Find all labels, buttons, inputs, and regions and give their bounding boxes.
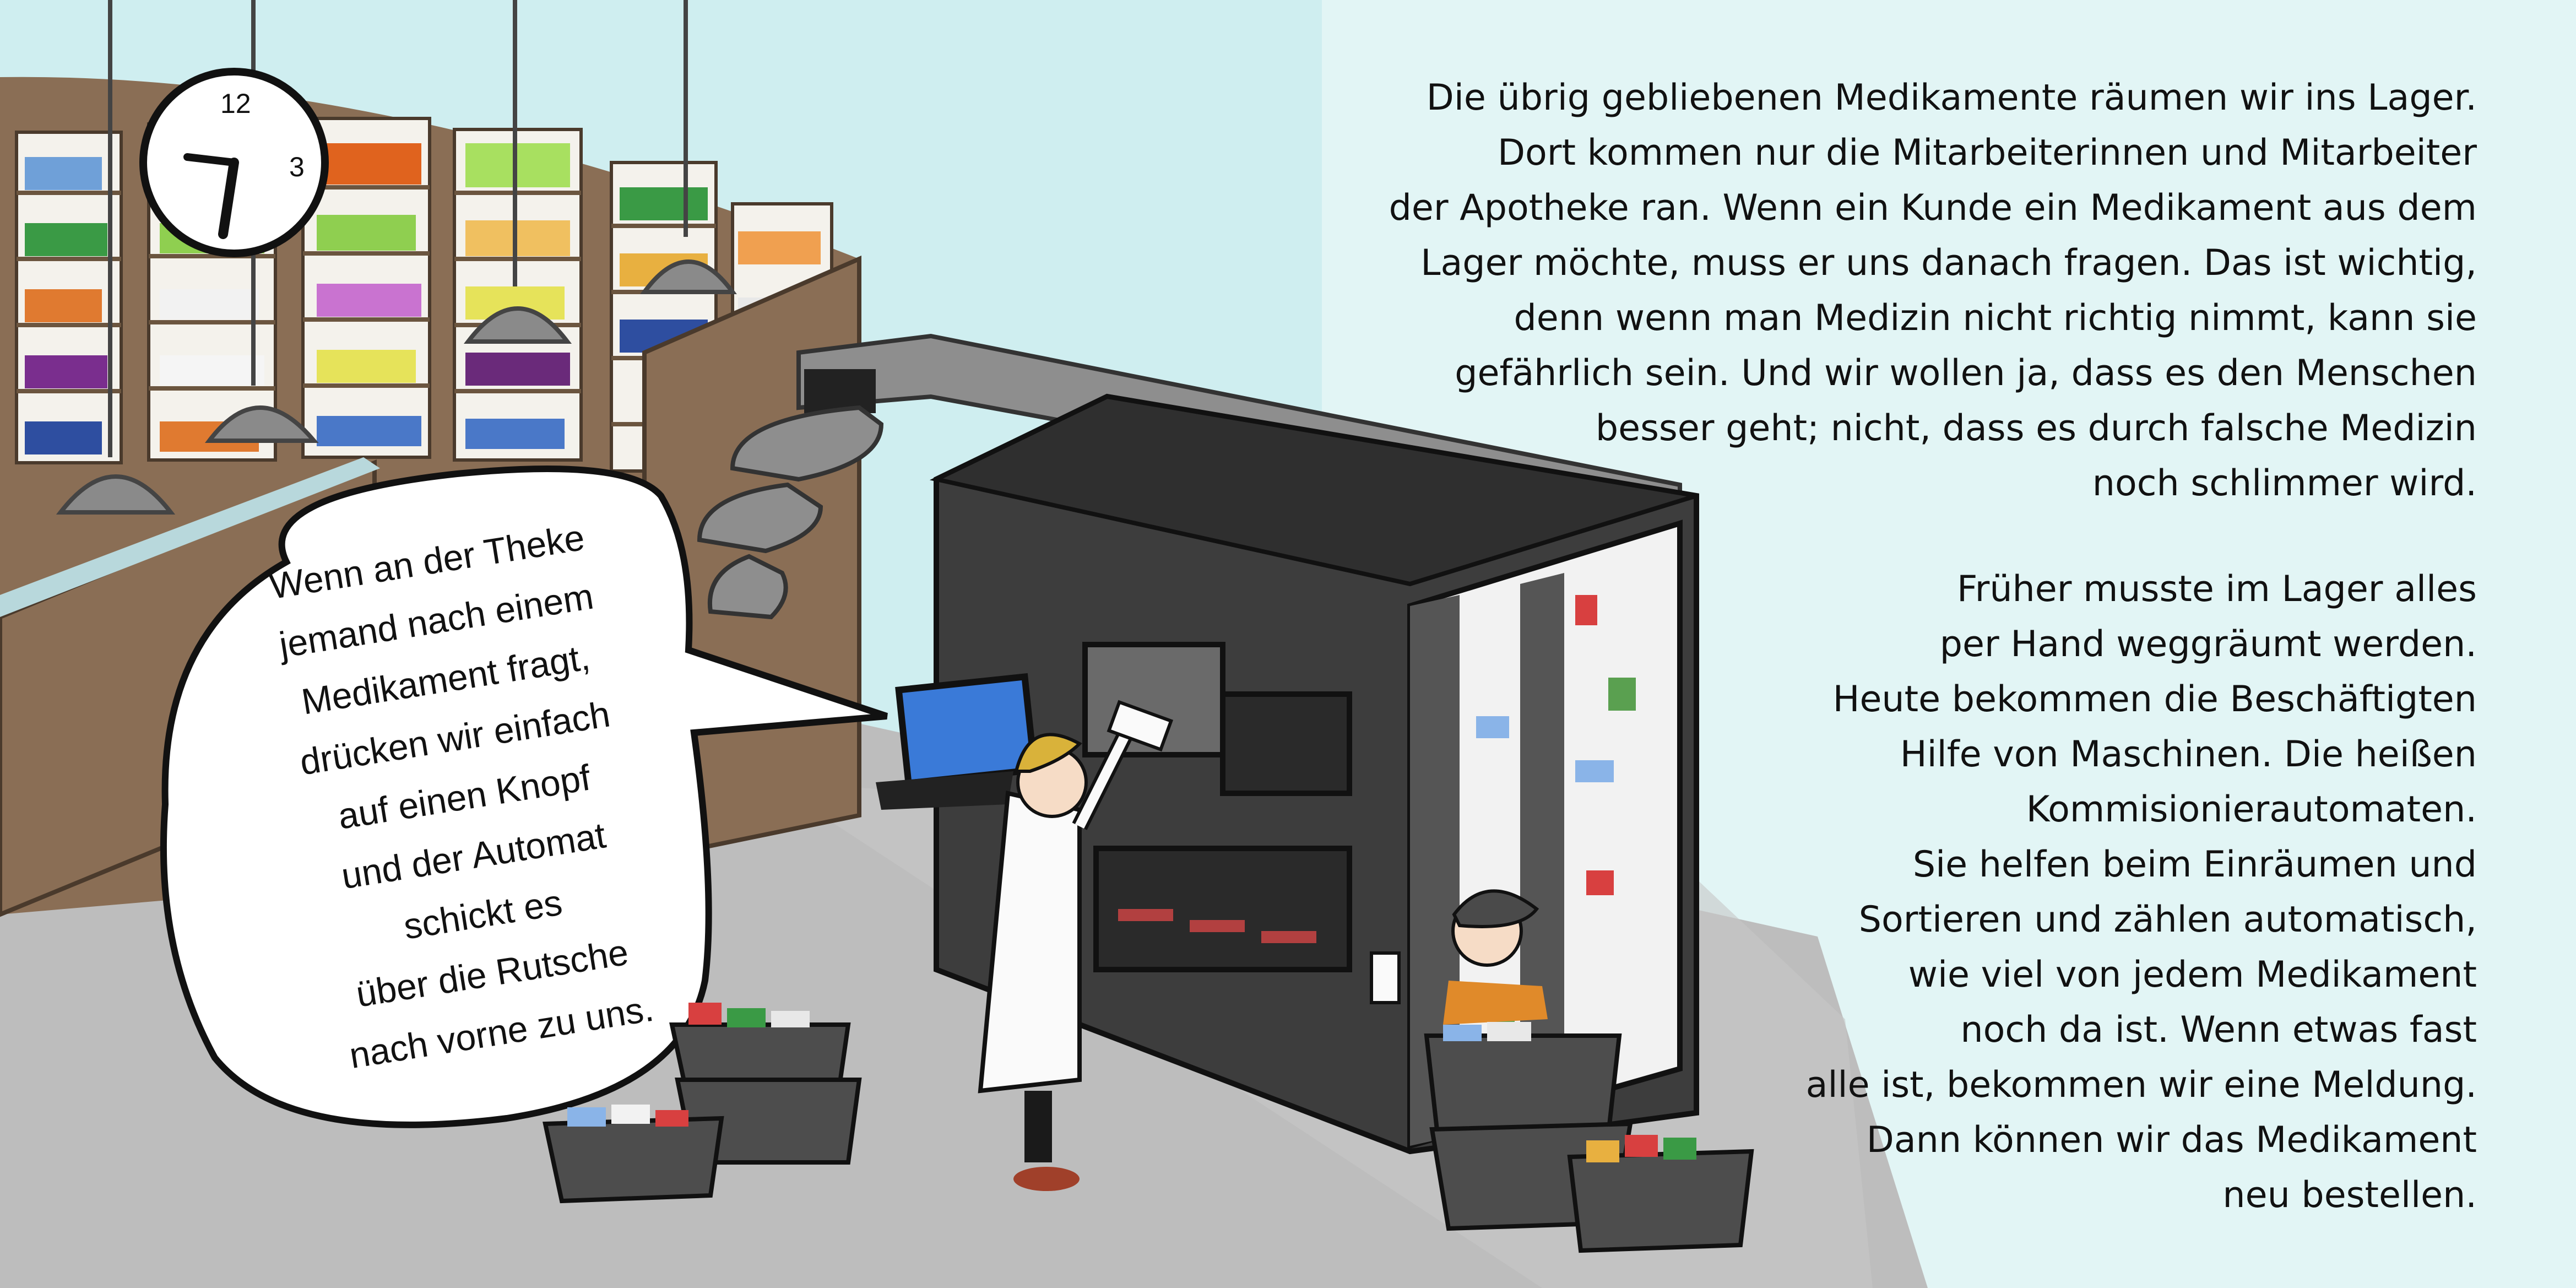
- paragraph-1-line-5: denn wenn man Medizin nicht richtig nimm…: [1514, 297, 2477, 339]
- paragraph-machines: Früher musste im Lager alles per Hand we…: [1806, 562, 2477, 1223]
- paragraph-1-line-2: Dort kommen nur die Mitarbeiterinnen und…: [1497, 132, 2477, 174]
- paragraph-2-line-5: Kommisionierautomaten.: [2026, 789, 2477, 830]
- paragraph-2-line-7: Sortieren und zählen automatisch,: [1858, 899, 2477, 940]
- hanging-lamps: [56, 0, 737, 515]
- paragraph-1-line-1: Die übrig gebliebenen Medikamente räumen…: [1426, 77, 2477, 118]
- pharmacist: [978, 700, 1174, 1191]
- paragraph-2-line-12: neu bestellen.: [2222, 1175, 2477, 1216]
- clock: 12 3: [139, 68, 329, 257]
- crate-boxes: [567, 1003, 1696, 1162]
- paragraph-1-line-7: besser geht; nicht, dass es durch falsch…: [1595, 408, 2477, 449]
- child: [1370, 889, 1548, 1025]
- clock-numeral-12: 12: [220, 88, 251, 119]
- paragraph-2-line-1: Früher musste im Lager alles: [1956, 569, 2477, 610]
- speech-bubble-text: Wenn an der Theke jemand nach einem Medi…: [177, 494, 753, 1115]
- paragraph-storage: Die übrig gebliebenen Medikamente räumen…: [1389, 71, 2477, 511]
- paragraph-2-line-6: Sie helfen beim Einräumen und: [1912, 844, 2477, 885]
- counter-top: [0, 457, 380, 617]
- paragraph-2-line-9: noch da ist. Wenn etwas fast: [1960, 1009, 2477, 1051]
- paragraph-2-line-3: Heute bekommen die Beschäftigten: [1832, 679, 2477, 720]
- paragraph-1-line-8: noch schlimmer wird.: [2092, 463, 2477, 504]
- clock-numeral-3: 3: [289, 151, 305, 182]
- paragraph-1-line-6: gefährlich sein. Und wir wollen ja, dass…: [1455, 353, 2477, 394]
- paragraph-2-line-2: per Hand weggräumt werden.: [1939, 624, 2477, 665]
- paragraph-1-line-3: der Apotheke ran. Wenn ein Kunde ein Med…: [1389, 187, 2477, 229]
- paragraph-2-line-11: Dann können wir das Medikament: [1866, 1119, 2477, 1161]
- paragraph-1-line-4: Lager möchte, muss er uns danach fragen.…: [1420, 242, 2477, 284]
- paragraph-2-line-10: alle ist, bekommen wir eine Meldung.: [1805, 1064, 2477, 1106]
- crates: [543, 1022, 1754, 1253]
- paragraph-2-line-8: wie viel von jedem Medikament: [1908, 954, 2477, 995]
- paragraph-2-line-4: Hilfe von Maschinen. Die heißen: [1900, 734, 2477, 775]
